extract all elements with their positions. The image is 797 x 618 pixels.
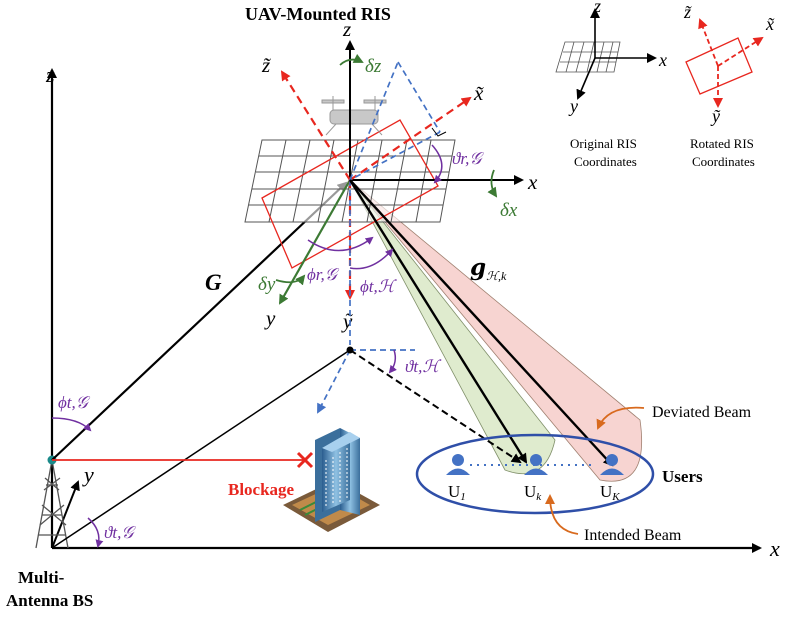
ris-x-label: x — [527, 170, 538, 194]
rotated-y-label: ỹ — [341, 309, 353, 333]
rotated-x-label: x̃ — [473, 81, 484, 105]
channel-g-label: G — [205, 270, 222, 295]
theta-th-label: ϑt,ℋ — [405, 357, 442, 376]
phi-tg-arc — [51, 417, 92, 432]
delta-z-rotation-arrow — [339, 53, 364, 66]
global-x-label: x — [769, 536, 780, 561]
delta-x-rotation-arrow — [487, 169, 498, 198]
legend-rotated-x: x̃ — [765, 14, 775, 34]
phi-rg-arc — [307, 236, 374, 252]
rotated-x-axis — [349, 96, 472, 181]
users-label: Users — [662, 467, 703, 486]
rotated-z-axis — [280, 70, 351, 181]
user-k-label: Uk — [524, 482, 542, 503]
rotated-z-label: z̃ — [261, 53, 272, 77]
global-z-label: z — [45, 62, 55, 87]
theta-tg-label: ϑt,𝒢 — [104, 523, 136, 542]
legend-original-x: x — [658, 50, 667, 70]
user-K-label: UK — [600, 482, 620, 503]
title-uav-mounted-ris: UAV-Mounted RIS — [245, 4, 391, 24]
user-1-icon — [446, 454, 470, 475]
theta-tg-arc — [87, 517, 104, 548]
legend-rotated-line2: Coordinates — [692, 154, 755, 169]
global-y-label: y — [82, 462, 94, 487]
user-K-icon — [600, 454, 624, 475]
link-ris-to-uk — [348, 179, 528, 464]
phi-rg-label: ϕr,𝒢 — [307, 265, 340, 284]
blockage-cross-icon — [296, 451, 314, 469]
ris-z-label: z — [342, 17, 351, 41]
legend-rotated-line1: Rotated RIS — [690, 136, 754, 151]
user-k-icon — [524, 454, 548, 475]
legend-rotated-y: ỹ — [710, 106, 721, 126]
uav-drone-icon — [321, 96, 387, 136]
bs-projection-line — [51, 349, 351, 549]
right-angle-marker — [431, 127, 447, 137]
legend-original-line1: Original RIS — [570, 136, 637, 151]
intended-beam-label: Intended Beam — [584, 527, 682, 544]
ris-y-label: y — [264, 306, 276, 330]
theta-rg-arc — [431, 144, 443, 184]
theta-th-arc — [388, 349, 397, 374]
ris-rotated-surface — [261, 119, 439, 269]
bs-tower-icon — [35, 459, 69, 549]
building-icon — [283, 428, 380, 532]
deviated-beam-pointer — [596, 406, 645, 430]
deviated-beam — [349, 179, 643, 482]
link-ris-to-projection — [349, 349, 522, 464]
deviated-beam-label: Deviated Beam — [652, 404, 752, 421]
legend-rotated-z: z̃ — [683, 2, 693, 22]
phi-tg-label: ϕt,𝒢 — [58, 393, 91, 412]
legend-original-ris — [555, 8, 657, 100]
channel-ghk-label: 𝒈ℋ,k — [470, 255, 507, 283]
delta-y-label: δy — [258, 274, 276, 295]
phi-th-arc — [349, 248, 394, 270]
blockage-label: Blockage — [228, 480, 295, 499]
delta-x-label: δx — [500, 200, 518, 221]
legend-original-y: y — [568, 96, 578, 116]
intended-beam-pointer — [545, 494, 579, 535]
theta-rg-label: ϑr,𝒢 — [452, 149, 484, 168]
legend-original-line2: Coordinates — [574, 154, 637, 169]
phi-th-label: ϕt,ℋ — [360, 277, 398, 296]
legend-original-z: z — [593, 0, 601, 16]
delta-y-rotation-arrow — [275, 274, 306, 286]
global-y-axis — [51, 480, 80, 549]
user-1-label: U1 — [448, 482, 466, 503]
link-ris-to-uK — [349, 179, 614, 467]
link-g-bs-ris — [51, 181, 348, 461]
legend-rotated-ris — [685, 18, 764, 108]
delta-z-label: δz — [365, 56, 382, 77]
blue-projection-lines — [317, 61, 441, 414]
bs-label-line2: Antenna BS — [6, 591, 93, 610]
users-ellipse — [415, 433, 655, 515]
bs-label-line1: Multi- — [18, 568, 65, 587]
